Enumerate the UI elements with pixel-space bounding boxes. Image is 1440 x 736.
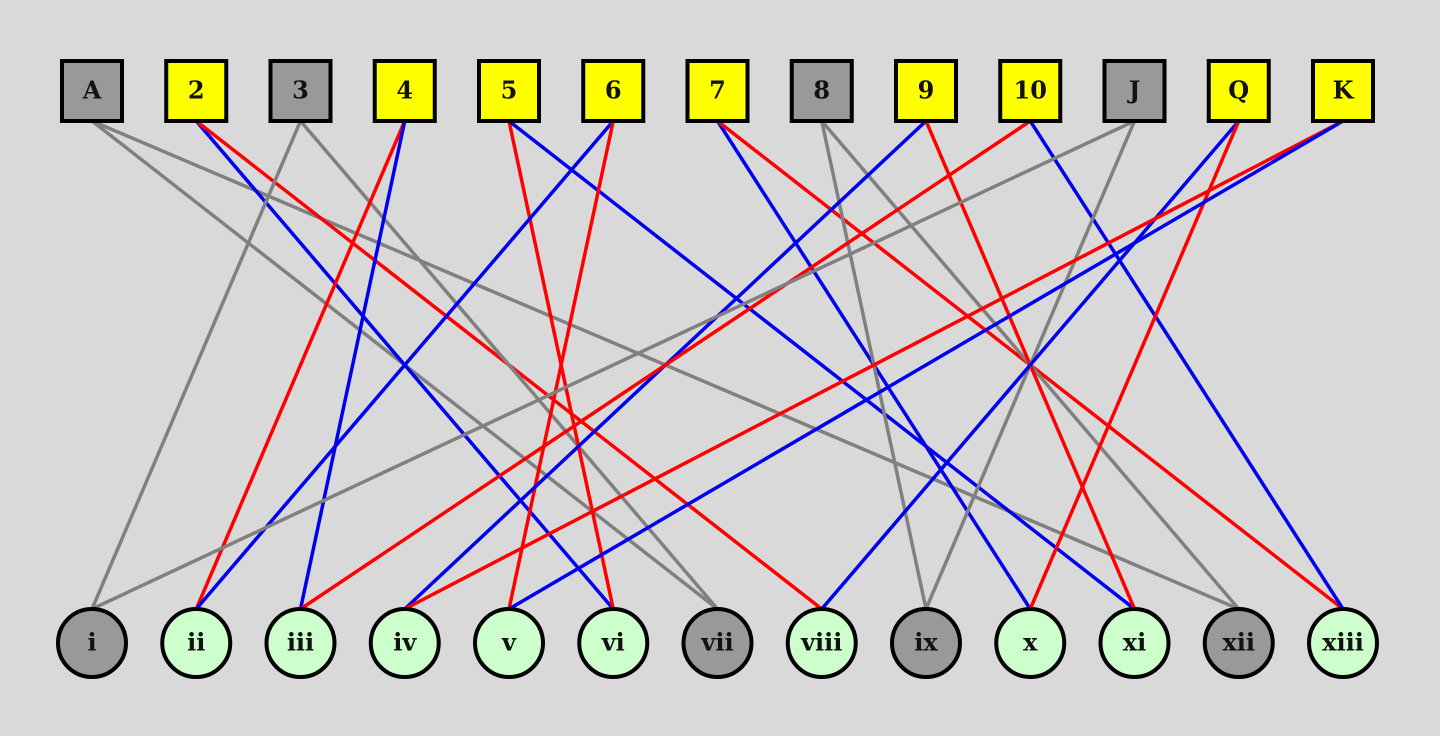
top-node-4: 4 [372,59,437,123]
bottom-node-circle [681,607,754,679]
top-node-label: 4 [396,76,413,105]
bottom-node-ii: ii [160,607,233,679]
top-node-A: A [60,59,124,123]
bottom-node-label: xii [1222,628,1255,657]
bottom-node-vi: vi [577,607,650,679]
bottom-node-label: i [87,628,96,657]
top-node-label: 5 [501,76,518,105]
top-node-2: 2 [164,59,229,123]
top-node-box [60,59,124,123]
edge-Q-viii [820,119,1241,611]
top-node-label: 2 [188,76,205,105]
bottom-node-label: ii [187,628,205,657]
bottom-node-circle [264,607,337,679]
edge-4-iii [298,120,407,610]
top-node-label: 7 [709,76,726,105]
edge-layer [90,119,1345,611]
top-node-box [789,59,854,123]
top-node-label: Q [1228,76,1249,105]
bottom-node-x: x [994,607,1067,679]
edge-4-ii [194,120,407,610]
top-node-5: 5 [477,59,541,123]
bottom-node-ix: ix [890,607,962,679]
top-node-box [685,59,750,123]
top-node-6: 6 [581,59,646,123]
top-node-box [1206,59,1271,123]
bottom-node-label: iii [287,628,314,657]
edge-5-xi [507,119,1136,611]
bottom-node-label: vi [601,628,625,657]
bottom-node-circle [368,607,441,679]
top-node-box [164,59,229,123]
bottom-node-circle [890,607,962,679]
top-node-3: 3 [268,59,333,123]
bottom-node-label: xiii [1322,628,1364,657]
edge-K-v [508,119,1344,611]
bottom-node-circle [994,607,1067,679]
top-node-7: 7 [685,59,750,123]
bottom-node-i: i [56,607,128,679]
bottom-node-circle [577,607,650,679]
edge-3-i [90,120,303,610]
top-node-box [998,59,1063,123]
top-node-label: 8 [813,76,830,105]
bottom-node-iii: iii [264,607,337,679]
bottom-node-circle [56,607,128,679]
top-node-label: A [82,76,102,105]
bottom-node-label: v [501,628,517,657]
top-node-10: 10 [998,59,1063,123]
bottom-node-label: ix [914,628,938,657]
bottom-node-circle [473,607,545,679]
bottom-node-label: x [1023,628,1038,657]
edge-K-iv [403,119,1344,611]
top-node-K: K [1311,59,1375,123]
bottom-node-circle [1098,607,1171,679]
bottom-node-xi: xi [1098,607,1171,679]
bottom-node-vii: vii [681,607,754,679]
bottom-node-label: iv [393,628,417,657]
top-node-label: 10 [1014,76,1047,105]
top-node-9: 9 [894,59,958,123]
top-node-label: J [1127,76,1140,105]
bottom-node-circle [1307,607,1379,679]
top-node-label: 3 [292,76,309,105]
edge-6-v [507,120,615,610]
bottom-node-circle [785,607,858,679]
top-node-box [372,59,437,123]
top-node-label: K [1333,76,1355,105]
top-node-layer: A 2 3 4 5 6 7 8 9 10 J Q K [60,59,1375,123]
top-node-label: 6 [605,76,622,105]
bottom-node-circle [1202,607,1275,679]
bottom-node-label: viii [800,628,842,657]
top-node-box [1102,59,1167,123]
top-node-box [894,59,958,123]
top-node-8: 8 [789,59,854,123]
edge-10-iii [299,119,1032,611]
top-node-box [268,59,333,123]
top-node-Q: Q [1206,59,1271,123]
bottom-node-viii: viii [785,607,858,679]
bottom-node-v: v [473,607,545,679]
top-node-label: 9 [918,76,935,105]
top-node-box [1311,59,1375,123]
bottom-node-label: xi [1123,628,1146,657]
bottom-node-xiii: xiii [1307,607,1379,679]
bottom-node-label: vii [700,628,733,657]
edge-10-xiii [1028,120,1345,610]
top-node-box [581,59,646,123]
top-node-box [477,59,541,123]
edge-J-i [91,119,1136,611]
top-node-J: J [1102,59,1167,123]
bottom-node-circle [160,607,233,679]
bottom-node-xii: xii [1202,607,1275,679]
bottom-node-iv: iv [368,607,441,679]
